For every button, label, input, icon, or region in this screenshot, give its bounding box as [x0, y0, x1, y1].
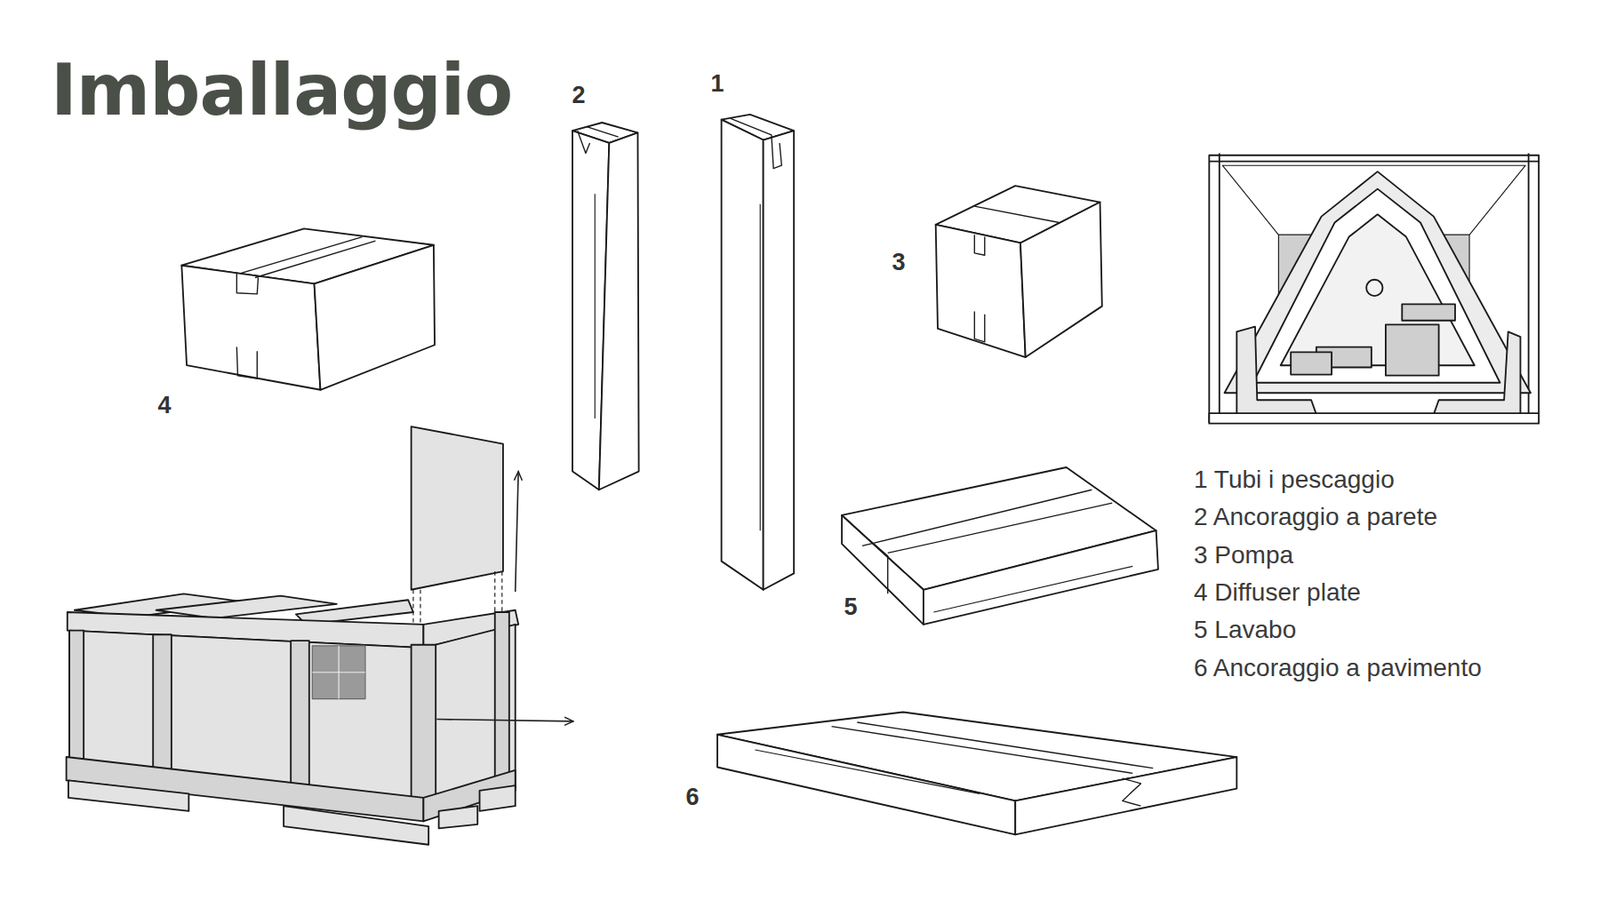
- legend-item: 6 Ancoraggio a pavimento: [1193, 653, 1482, 684]
- box-pump: [936, 185, 1103, 358]
- callout-number: 1: [710, 72, 724, 96]
- callout-number: 4: [157, 393, 171, 418]
- callout-number: 5: [843, 595, 857, 620]
- wooden-crate: [66, 426, 575, 846]
- legend-item: 4 Diffuser plate: [1193, 577, 1361, 608]
- page-title: Imballaggio: [50, 55, 512, 127]
- box-floor-anchor: [717, 712, 1237, 836]
- callout-number: 3: [891, 250, 905, 275]
- legend-item: 2 Ancoraggio a parete: [1193, 502, 1438, 533]
- legend-item: 5 Lavabo: [1193, 615, 1296, 646]
- crate-top-view: [1208, 152, 1539, 424]
- legend-item: 1 Tubi i pescaggio: [1193, 464, 1395, 496]
- callout-number: 2: [571, 83, 585, 108]
- callout-number: 6: [685, 785, 699, 810]
- legend-item: 3 Pompa: [1193, 540, 1294, 571]
- box-dip-tubes: [721, 114, 795, 591]
- box-sink: [841, 467, 1159, 625]
- box-diffuser-plate: [181, 228, 435, 390]
- box-wall-anchor: [572, 122, 640, 490]
